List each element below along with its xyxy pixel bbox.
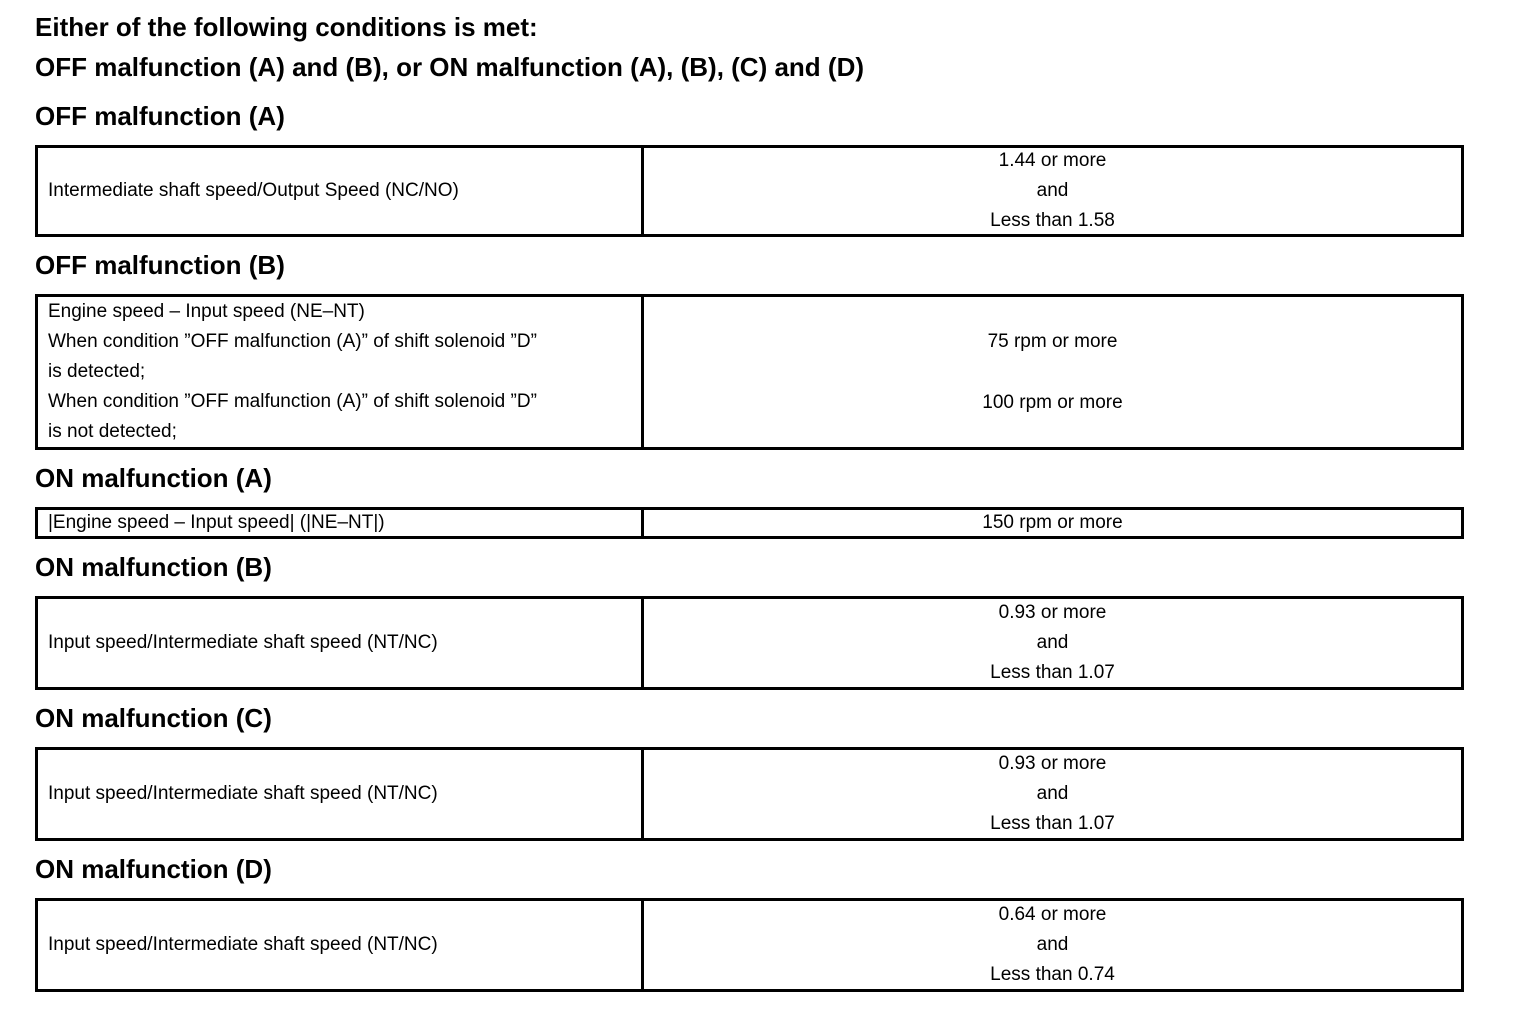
threshold-line: Less than 0.74 [990, 964, 1115, 985]
parameter-text: Input speed/Intermediate shaft speed (NT… [48, 783, 438, 804]
section-off-b: OFF malfunction (B) Engine speed – Input… [35, 252, 1520, 450]
condition-table-off-b: Engine speed – Input speed (NE–NT) When … [35, 294, 1464, 450]
section-heading-on-a: ON malfunction (A) [35, 463, 272, 493]
threshold-line: and [1036, 934, 1069, 955]
section-on-c: ON malfunction (C) Input speed/Intermedi… [35, 705, 1520, 841]
parameter-text: Input speed/Intermediate shaft speed (NT… [48, 632, 438, 653]
threshold-line: 150 rpm or more [982, 512, 1123, 533]
section-on-a: ON malfunction (A) |Engine speed – Input… [35, 465, 1520, 539]
parameter-cell: Intermediate shaft speed/Output Speed (N… [38, 148, 644, 234]
parameter-text: Intermediate shaft speed/Output Speed (N… [48, 180, 459, 201]
threshold-cell: 1.44 or more and Less than 1.58 [644, 148, 1461, 234]
condition-table-on-c: Input speed/Intermediate shaft speed (NT… [35, 747, 1464, 841]
parameter-cell: Input speed/Intermediate shaft speed (NT… [38, 750, 644, 838]
parameter-line: is detected; [48, 361, 146, 382]
threshold-cell: 0.93 or more and Less than 1.07 [644, 750, 1461, 838]
condition-summary-heading: OFF malfunction (A) and (B), or ON malfu… [35, 52, 865, 82]
parameter-text: |Engine speed – Input speed| (|NE–NT|) [48, 512, 385, 533]
threshold-line: 75 rpm or more [987, 330, 1118, 352]
document-page: Either of the following conditions is me… [35, 12, 1520, 992]
section-heading-off-b: OFF malfunction (B) [35, 250, 285, 280]
section-heading-on-b: ON malfunction (B) [35, 552, 272, 582]
parameter-line: Engine speed – Input speed (NE–NT) [48, 301, 365, 322]
threshold-line: Less than 1.07 [990, 813, 1115, 834]
parameter-text: Input speed/Intermediate shaft speed (NT… [48, 934, 438, 955]
threshold-line: Less than 1.58 [990, 210, 1115, 231]
parameter-cell: |Engine speed – Input speed| (|NE–NT|) [38, 510, 644, 536]
section-heading-on-c: ON malfunction (C) [35, 703, 272, 733]
threshold-cell: 150 rpm or more [644, 510, 1461, 536]
section-on-d: ON malfunction (D) Input speed/Intermedi… [35, 856, 1520, 992]
section-heading-on-d: ON malfunction (D) [35, 854, 272, 884]
section-heading-off-a: OFF malfunction (A) [35, 101, 285, 131]
parameter-cell: Engine speed – Input speed (NE–NT) When … [38, 297, 644, 447]
threshold-cell: 75 rpm or more 100 rpm or more [644, 297, 1461, 447]
threshold-line: and [1036, 783, 1069, 804]
parameter-cell: Input speed/Intermediate shaft speed (NT… [38, 901, 644, 989]
threshold-line: 0.93 or more [998, 753, 1107, 774]
parameter-line: When condition ”OFF malfunction (A)” of … [48, 331, 537, 352]
condition-table-on-d: Input speed/Intermediate shaft speed (NT… [35, 898, 1464, 992]
threshold-line: and [1036, 180, 1069, 201]
threshold-line: Less than 1.07 [990, 662, 1115, 683]
parameter-cell: Input speed/Intermediate shaft speed (NT… [38, 599, 644, 687]
threshold-cell: 0.64 or more and Less than 0.74 [644, 901, 1461, 989]
section-on-b: ON malfunction (B) Input speed/Intermedi… [35, 554, 1520, 690]
section-off-a: OFF malfunction (A) Intermediate shaft s… [35, 103, 1520, 237]
condition-table-on-a: |Engine speed – Input speed| (|NE–NT|) 1… [35, 507, 1464, 539]
threshold-line: 100 rpm or more [982, 391, 1123, 413]
parameter-line: is not detected; [48, 421, 177, 442]
parameter-line: When condition ”OFF malfunction (A)” of … [48, 391, 537, 412]
threshold-line: 0.64 or more [998, 904, 1107, 925]
condition-table-off-a: Intermediate shaft speed/Output Speed (N… [35, 145, 1464, 237]
threshold-line: 0.93 or more [998, 602, 1107, 623]
intro-heading: Either of the following conditions is me… [35, 12, 538, 42]
threshold-line: 1.44 or more [998, 150, 1107, 171]
condition-table-on-b: Input speed/Intermediate shaft speed (NT… [35, 596, 1464, 690]
threshold-cell: 0.93 or more and Less than 1.07 [644, 599, 1461, 687]
threshold-line: and [1036, 632, 1069, 653]
